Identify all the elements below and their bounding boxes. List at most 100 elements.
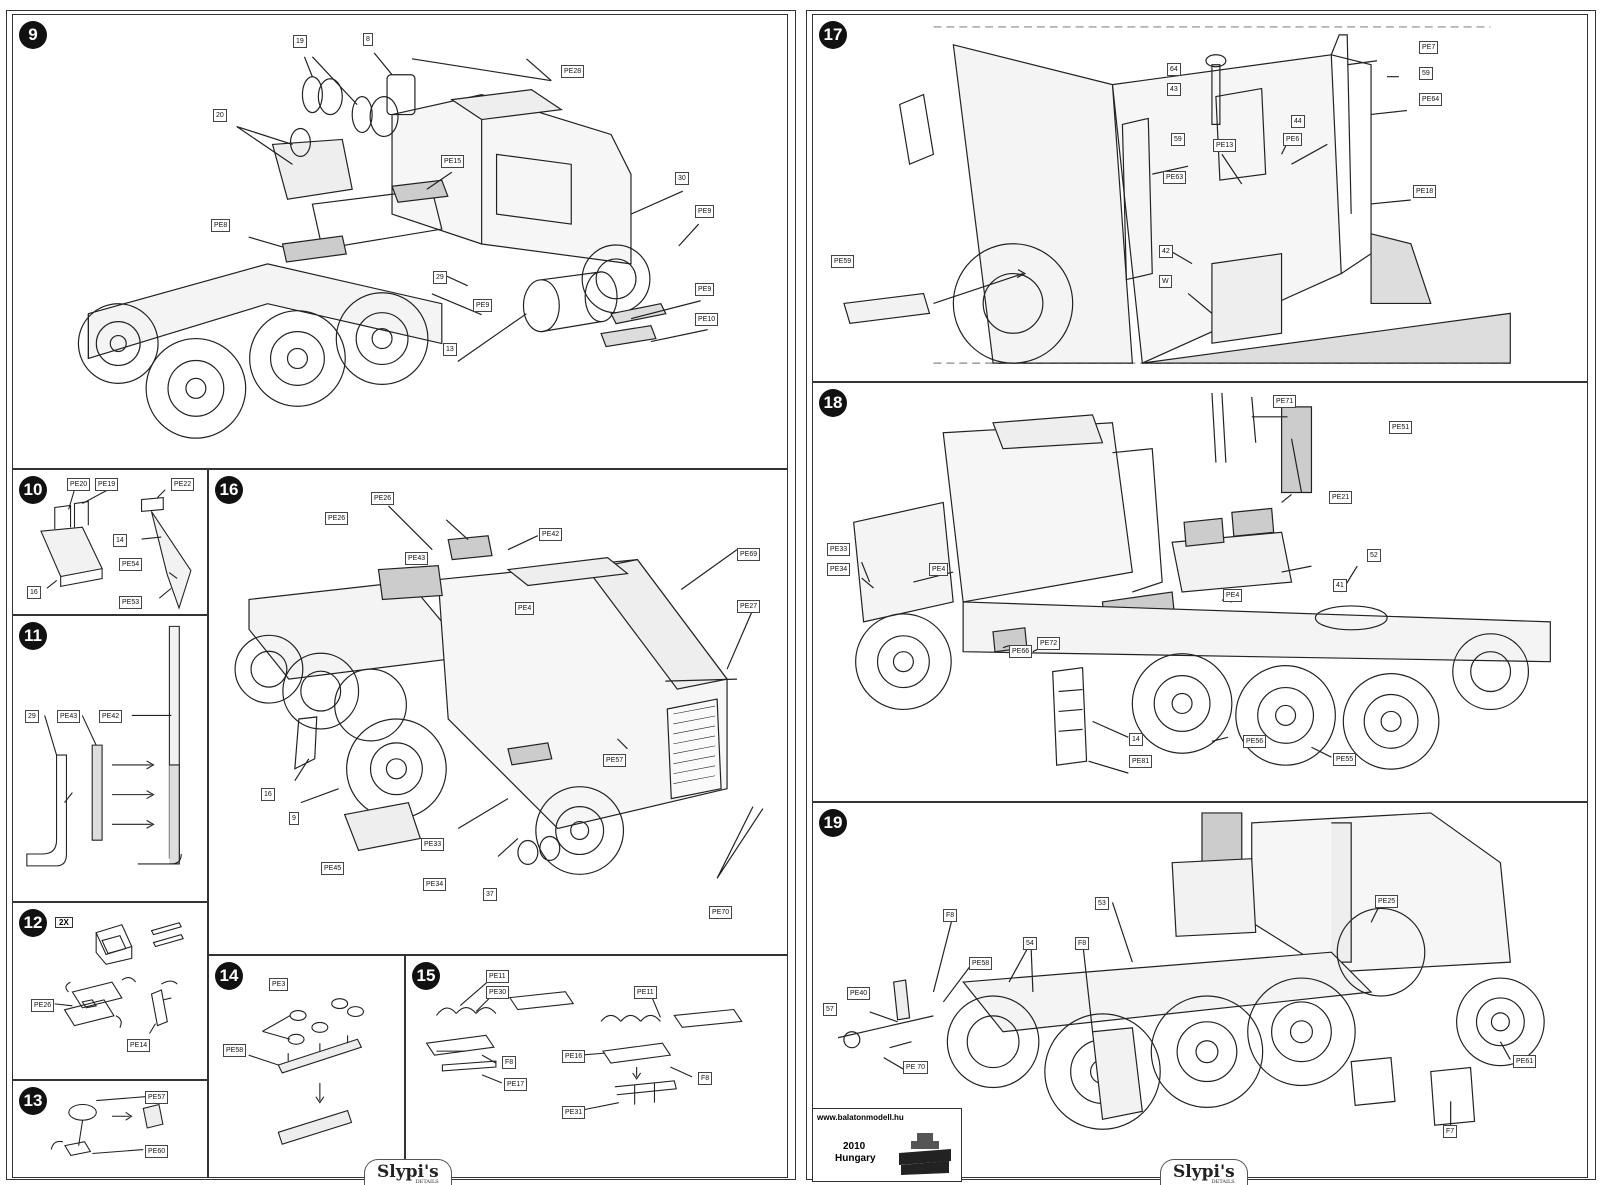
part-label: 20: [213, 109, 227, 122]
part-label: 29: [25, 710, 39, 723]
part-label: PE26: [31, 999, 55, 1012]
part-label: PE43: [405, 552, 429, 565]
part-label: PE 70: [903, 1061, 929, 1074]
part-label: PE11: [486, 970, 509, 983]
part-label: 16: [27, 586, 41, 599]
part-label: PE63: [1163, 171, 1187, 184]
part-label: PE26: [371, 492, 395, 505]
part-label: PE53: [119, 596, 143, 609]
part-label: F8: [502, 1056, 517, 1069]
truck-cab-assembly-drawing: [77, 52, 708, 439]
part-label: 53: [1095, 897, 1109, 910]
part-label: PE30: [486, 986, 510, 999]
part-label: PE25: [1375, 895, 1399, 908]
bracket-drawing: [40, 489, 192, 610]
part-label: PE40: [847, 987, 871, 1000]
publisher-credit: www.balatonmodell.hu 2010 Hungary: [812, 1108, 962, 1182]
brand-name: Slypi's: [377, 1162, 439, 1182]
step-10-panel: 10 PE20 PE19 PE22 14 PE54 16 PE53: [12, 469, 208, 615]
step-number: 10: [19, 476, 47, 504]
grate-fold-drawing: [54, 922, 184, 1034]
part-label: PE22: [171, 478, 195, 491]
part-label: 8: [363, 33, 373, 46]
part-label: PE51: [1389, 421, 1413, 434]
brand-name: Slypi's: [1173, 1162, 1235, 1182]
part-label: W: [1159, 275, 1172, 288]
step-number: 19: [819, 809, 847, 837]
part-label: PE8: [211, 219, 231, 232]
part-label: F8: [943, 909, 958, 922]
part-label: PE28: [561, 65, 585, 78]
part-label: PE60: [145, 1145, 169, 1158]
part-label: PE70: [709, 906, 733, 919]
part-label: 16: [261, 788, 275, 801]
website-link[interactable]: www.balatonmodell.hu: [817, 1113, 904, 1122]
step-number: 14: [215, 962, 243, 990]
balaton-modell-logo: [899, 1133, 951, 1175]
part-label: PE71: [1273, 395, 1297, 408]
part-label: 52: [1367, 549, 1381, 562]
quantity-badge: 2X: [55, 917, 73, 928]
part-label: PE42: [99, 710, 123, 723]
part-label: PE66: [1009, 645, 1033, 658]
bracket-strip-drawing: [248, 998, 364, 1145]
step-14-panel: 14 PE3 PE58: [208, 955, 405, 1178]
part-label: 59: [1419, 67, 1433, 80]
part-label: 41: [1333, 579, 1347, 592]
part-label: PE4: [1223, 589, 1243, 602]
part-label: PE72: [1037, 637, 1061, 650]
part-label: 19: [293, 35, 307, 48]
part-label: PE16: [562, 1050, 586, 1063]
slypis-logo: Slypi's DETAILS: [364, 1159, 452, 1185]
truck-side-assembly-drawing: [853, 392, 1551, 774]
step-number: 15: [412, 962, 440, 990]
part-label: 59: [1171, 133, 1185, 146]
part-label: PE4: [929, 563, 949, 576]
publication-year: 2010: [843, 1141, 866, 1152]
part-label: PE58: [969, 957, 993, 970]
slypis-logo: Slypi's DETAILS: [1160, 1159, 1248, 1185]
part-label: PE15: [441, 155, 465, 168]
part-label: PE7: [1419, 41, 1439, 54]
part-label: PE58: [223, 1044, 247, 1057]
part-label: PE11: [634, 986, 657, 999]
step-19-panel: 19 PE25 53 F8 54 F8 PE58 PE40 57 PE 70: [812, 802, 1588, 1178]
part-label: PE54: [119, 558, 143, 571]
step-18-panel: 18 PE71 PE51 PE21 PE33 PE34: [812, 382, 1588, 802]
truck-rear-quarter-drawing: [837, 812, 1545, 1130]
part-label: PE21: [1329, 491, 1353, 504]
part-label: 57: [823, 1003, 837, 1016]
part-label: PE69: [737, 548, 761, 561]
part-label: PE33: [421, 838, 445, 851]
part-label: PE9: [695, 205, 715, 218]
part-label: 54: [1023, 937, 1037, 950]
part-label: 64: [1167, 63, 1181, 76]
step-number: 9: [19, 21, 47, 49]
brand-sub: DETAILS: [415, 1179, 439, 1185]
part-label: PE34: [423, 878, 447, 891]
brand-sub: DETAILS: [1211, 1179, 1235, 1185]
part-label: F7: [1443, 1125, 1458, 1138]
part-label: PE61: [1513, 1055, 1537, 1068]
part-label: PE18: [1413, 185, 1437, 198]
step-15-panel: 15 PE11 PE30 F8 PE17 PE11 PE16 F8 PE31: [405, 955, 788, 1178]
ladder-drawing: [26, 625, 182, 867]
cab-rear-detail-drawing: [843, 26, 1511, 364]
part-label: 37: [483, 888, 497, 901]
part-label: 44: [1291, 115, 1305, 128]
part-label: 14: [1129, 733, 1143, 746]
part-label: PE81: [1129, 755, 1153, 768]
part-label: PE9: [473, 299, 493, 312]
step-11-panel: 11 29 PE43 PE42: [12, 615, 208, 902]
part-label: PE17: [504, 1078, 528, 1091]
part-label: PE33: [827, 543, 851, 556]
part-label: PE4: [515, 602, 535, 615]
part-label: 30: [675, 172, 689, 185]
step-number: 12: [19, 909, 47, 937]
part-label: PE20: [67, 478, 91, 491]
part-label: PE31: [562, 1106, 586, 1119]
step-number: 18: [819, 389, 847, 417]
step-number: 11: [19, 622, 47, 650]
light-guard-drawing: [50, 1096, 164, 1157]
part-label: 9: [289, 812, 299, 825]
